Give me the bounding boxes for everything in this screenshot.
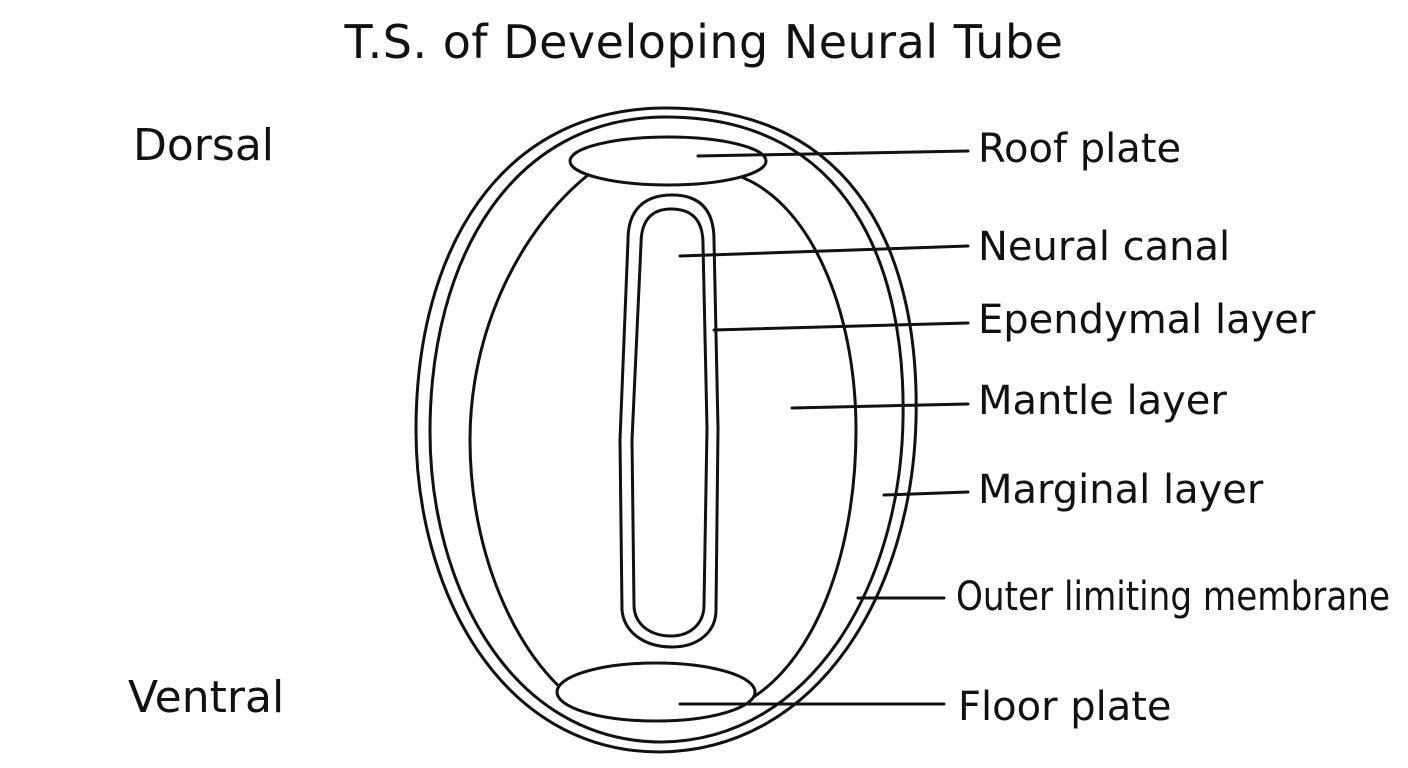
mantle-layer-outline xyxy=(468,173,858,712)
marginal-layer-label: Marginal layer xyxy=(978,467,1264,513)
marginal-layer-outline xyxy=(428,115,905,744)
roof-plate-label: Roof plate xyxy=(978,126,1181,172)
outer-limiting-membrane-outline xyxy=(414,106,918,754)
ependymal-layer-label: Ependymal layer xyxy=(978,297,1316,343)
roof-plate-shape xyxy=(568,135,768,187)
ependymal-layer-leader xyxy=(712,321,970,332)
neural-canal-leader xyxy=(678,244,970,258)
diagram-title: T.S. of Developing Neural Tube xyxy=(344,15,1064,69)
ventral-label: Ventral xyxy=(128,672,285,723)
roof-plate-leader xyxy=(696,149,970,158)
mantle-layer-label: Mantle layer xyxy=(978,378,1227,424)
floor-plate-label: Floor plate xyxy=(958,684,1172,730)
marginal-layer-leader xyxy=(882,490,970,497)
mantle-layer-leader xyxy=(790,402,970,410)
ependymal-layer-outline xyxy=(618,193,720,649)
neural-canal-label: Neural canal xyxy=(978,224,1230,270)
outer-limiting-membrane-label: Outer limiting membrane xyxy=(956,574,1390,620)
neural-canal-outline xyxy=(630,207,709,638)
floor-plate-shape xyxy=(555,661,757,723)
dorsal-label: Dorsal xyxy=(133,120,275,171)
